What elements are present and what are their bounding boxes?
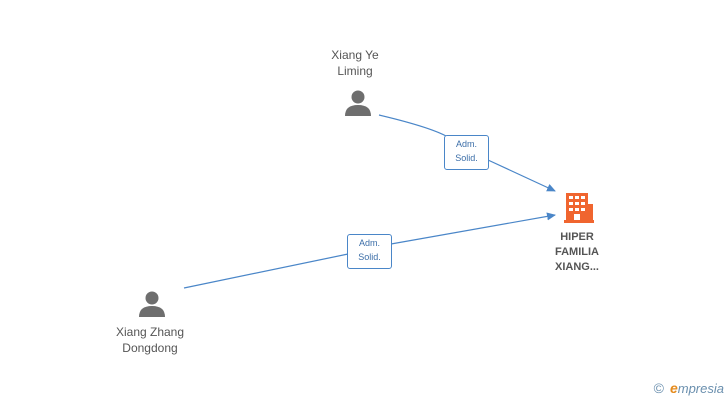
person-icon[interactable] bbox=[343, 88, 373, 118]
person-bottom-name-line2: Dongdong bbox=[122, 341, 178, 355]
company-label[interactable]: HIPER FAMILIA XIANG... bbox=[522, 230, 632, 275]
edge-label-top[interactable]: Adm. Solid. bbox=[444, 135, 489, 170]
edge-label-bottom[interactable]: Adm. Solid. bbox=[347, 234, 392, 269]
person-bottom-name-line1: Xiang Zhang bbox=[115, 325, 185, 339]
edge-label-bottom-line2: Solid. bbox=[358, 252, 381, 262]
edge-bottom-to-company bbox=[183, 215, 555, 289]
person-top-name-line2: Liming bbox=[337, 64, 373, 78]
brand-name: mpresia bbox=[677, 380, 724, 396]
company-name-line2: FAMILIA bbox=[555, 246, 599, 258]
edge-label-top-line2: Solid. bbox=[455, 153, 478, 163]
person-top-name-line1: Xiang Ye bbox=[331, 48, 379, 62]
copyright-symbol: © bbox=[653, 380, 664, 396]
empresia-watermark: © e mpresia bbox=[654, 380, 724, 396]
edge-label-top-line1: Adm. bbox=[455, 139, 477, 149]
person-bottom-label[interactable]: Xiang Zhang Dongdong bbox=[70, 324, 230, 356]
person-icon[interactable] bbox=[137, 289, 167, 319]
company-name-line3: XIANG... bbox=[554, 261, 599, 273]
company-name-line1: HIPER bbox=[560, 231, 594, 243]
building-icon[interactable] bbox=[563, 190, 595, 224]
edge-label-bottom-line1: Adm. bbox=[358, 238, 380, 248]
brand-logo-letter: e bbox=[669, 380, 678, 396]
person-top-label[interactable]: Xiang Ye Liming bbox=[275, 47, 435, 79]
